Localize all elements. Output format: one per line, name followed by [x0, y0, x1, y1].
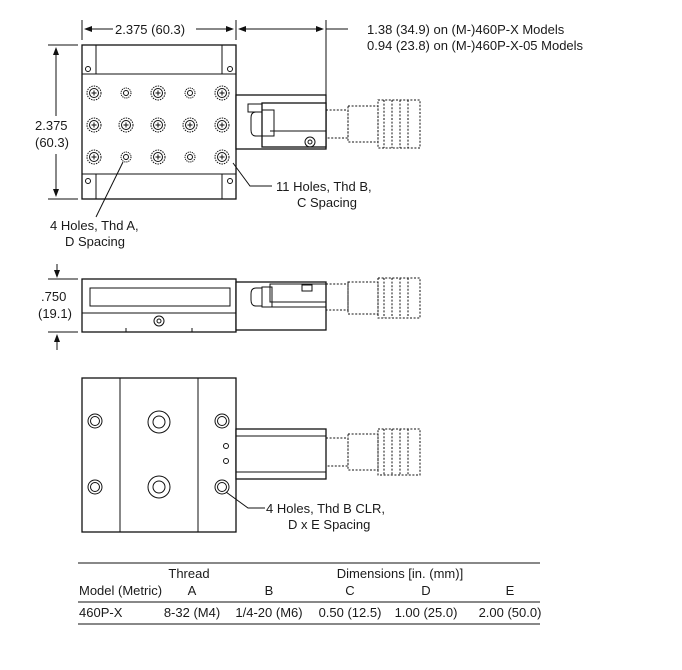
table-cell-c: 0.50 (12.5) [319, 605, 382, 620]
top-view: 2.375 (60.3) 1.38 (34.9) on (M-)460P-X M… [35, 20, 584, 249]
side-view: .750 (19.1) [38, 264, 421, 350]
extension-dimension-line2: 0.94 (23.8) on (M-)460P-X-05 Models [367, 38, 584, 53]
small-tapped-hole-icon [120, 151, 132, 163]
tapped-hole-icon [150, 85, 166, 101]
dimension-table: Thread Dimensions [in. (mm)] Model (Metr… [78, 562, 542, 625]
tapped-hole-grid [86, 85, 230, 165]
table-group-dimensions: Dimensions [in. (mm)] [337, 566, 463, 581]
table-cell-model: 460P-X [79, 605, 123, 620]
tapped-hole-icon [86, 85, 102, 101]
table-header-c: C [345, 583, 354, 598]
table-cell-e: 2.00 (50.0) [479, 605, 542, 620]
top-height-dimension-line1: 2.375 [35, 118, 68, 133]
table-header-a: A [188, 583, 197, 598]
counterbore-icon [147, 475, 171, 499]
mount-hole-icon [87, 413, 103, 429]
extension-dimension-line1: 1.38 (34.9) on (M-)460P-X Models [367, 22, 565, 37]
mount-hole-icon [214, 413, 230, 429]
tapped-hole-icon [118, 117, 134, 133]
holes-thd-a-line1: 4 Holes, Thd A, [50, 218, 139, 233]
tapped-hole-icon [214, 149, 230, 165]
bottom-holes-line2: D x E Spacing [288, 517, 370, 532]
table-cell-d: 1.00 (25.0) [395, 605, 458, 620]
bottom-view: 4 Holes, Thd B CLR, D x E Spacing [81, 377, 421, 533]
micrometer-top [235, 94, 421, 150]
table-header-b: B [265, 583, 274, 598]
small-tapped-hole-icon [184, 151, 196, 163]
small-tapped-hole-icon [184, 87, 196, 99]
table-cell-b: 1/4-20 (M6) [235, 605, 302, 620]
tapped-hole-icon [86, 149, 102, 165]
holes-thd-b-line2: C Spacing [297, 195, 357, 210]
tapped-hole-icon [150, 117, 166, 133]
holes-thd-b-line1: 11 Holes, Thd B, [276, 179, 372, 194]
top-width-dimension: 2.375 (60.3) [115, 22, 185, 37]
counterbore-icon [147, 410, 171, 434]
mount-hole-icon [87, 479, 103, 495]
table-header-model: Model (Metric) [79, 583, 162, 598]
tapped-hole-icon [182, 117, 198, 133]
table-cell-a: 8-32 (M4) [164, 605, 220, 620]
table-header-d: D [421, 583, 430, 598]
tapped-hole-icon [86, 117, 102, 133]
tapped-hole-icon [150, 149, 166, 165]
table-group-thread: Thread [168, 566, 209, 581]
tapped-hole-icon [214, 85, 230, 101]
bottom-holes-line1: 4 Holes, Thd B CLR, [266, 501, 385, 516]
small-tapped-hole-icon [120, 87, 132, 99]
table-header-e: E [506, 583, 515, 598]
mount-hole-icon [214, 479, 230, 495]
top-height-dimension-line2: (60.3) [35, 135, 69, 150]
side-height-dimension-line2: (19.1) [38, 306, 72, 321]
tapped-hole-icon [214, 117, 230, 133]
holes-thd-a-line2: D Spacing [65, 234, 125, 249]
side-height-dimension-line1: .750 [41, 289, 66, 304]
